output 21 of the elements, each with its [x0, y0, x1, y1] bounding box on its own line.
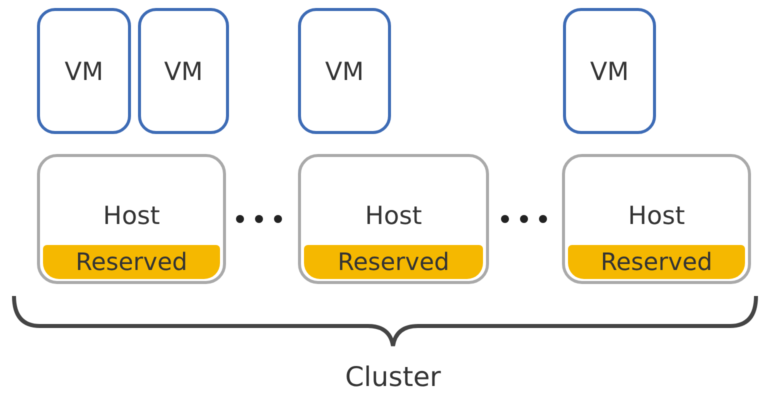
host-box	[298, 154, 489, 284]
reserved-band	[304, 245, 483, 279]
reserved-band	[568, 245, 745, 279]
vm-label: VM	[64, 56, 104, 86]
vm-box	[138, 8, 229, 134]
reserved-label: Reserved	[338, 248, 450, 276]
host-label: Host	[365, 201, 422, 230]
vm-label: VM	[590, 56, 629, 86]
vm-box	[563, 8, 656, 134]
host-label: Host	[103, 201, 160, 230]
vm-box	[298, 8, 391, 134]
reserved-label: Reserved	[76, 248, 188, 276]
cluster-label: Cluster	[344, 362, 442, 393]
host-label: Host	[628, 201, 685, 230]
host-box	[37, 154, 226, 284]
vm-label: VM	[325, 56, 364, 86]
reserved-label: Reserved	[600, 248, 712, 276]
host-box	[562, 154, 751, 284]
vm-label: VM	[164, 56, 203, 86]
reserved-band	[43, 245, 220, 279]
vm-box	[37, 8, 131, 134]
